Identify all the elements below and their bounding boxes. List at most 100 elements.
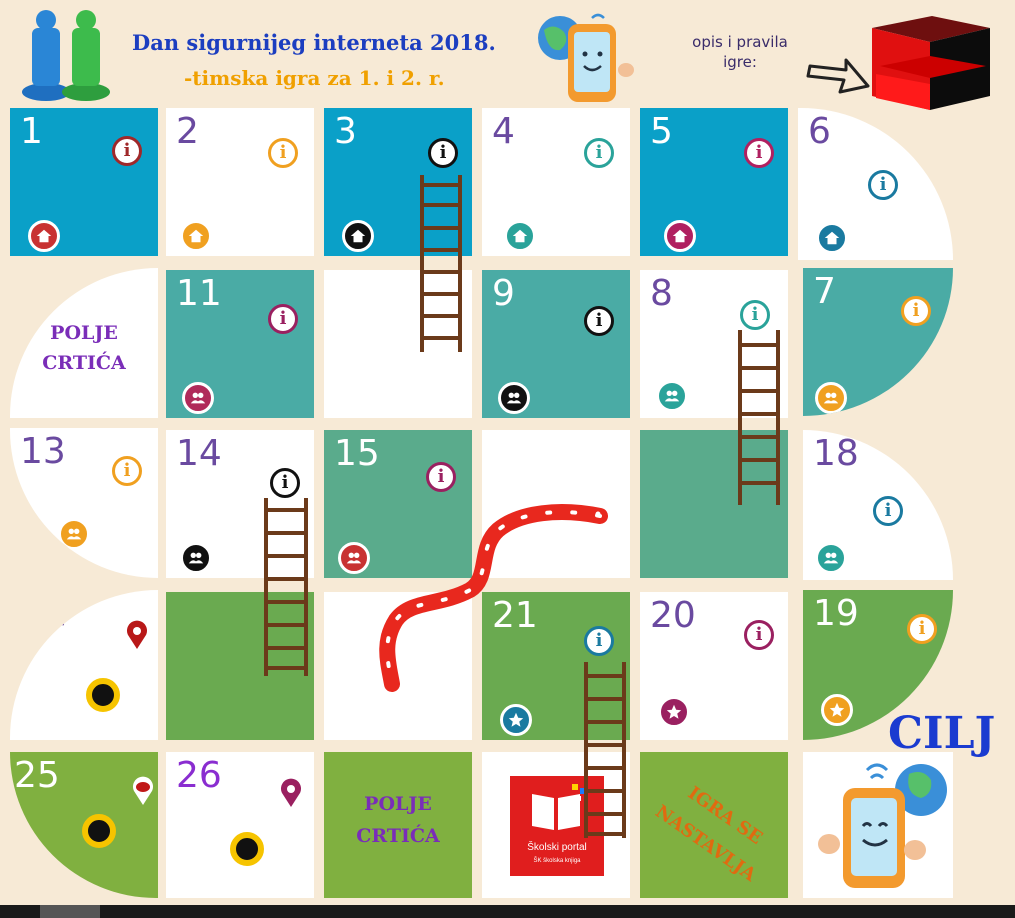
skolski-portal-logo: Školski portal ŠK školska knjiga <box>510 776 604 876</box>
people-icon <box>58 518 90 550</box>
info-icon[interactable]: i <box>584 138 614 168</box>
people-icon <box>338 542 370 574</box>
map-pin-icon <box>124 620 150 650</box>
polje-line2: CRTIĆA <box>42 352 126 374</box>
sun-token-icon <box>230 832 264 866</box>
home-icon <box>816 222 848 254</box>
home-icon <box>504 220 536 252</box>
info-icon[interactable]: i <box>112 136 142 166</box>
people-icon <box>815 542 847 574</box>
map-pin-icon <box>130 776 156 806</box>
square-21[interactable]: 21 i <box>482 592 630 740</box>
arrow-icon <box>806 56 872 96</box>
info-icon[interactable]: i <box>268 138 298 168</box>
polje-crtica-field[interactable]: POLJE CRTIĆA <box>10 268 158 418</box>
sun-token-icon <box>86 678 120 712</box>
rules-label-line2: igre: <box>723 53 757 71</box>
info-icon[interactable]: i <box>270 468 300 498</box>
star-icon <box>821 694 853 726</box>
polje-crtica-field-2[interactable]: POLJE CRTIĆA <box>324 752 472 898</box>
sun-token-icon <box>82 814 116 848</box>
square-number: 21 <box>492 595 538 636</box>
page-subtitle: -timska igra za 1. i 2. r. <box>184 66 445 90</box>
square-number: 18 <box>813 433 859 474</box>
info-icon[interactable]: i <box>428 138 458 168</box>
info-icon[interactable]: i <box>740 300 770 330</box>
rules-box-icon[interactable] <box>866 14 996 114</box>
portal-name: Školski portal <box>527 842 587 853</box>
info-icon[interactable]: i <box>744 620 774 650</box>
square-9[interactable]: 9 i <box>482 270 630 418</box>
polje-line2: CRTIĆA <box>356 825 440 847</box>
info-icon[interactable]: i <box>112 456 142 486</box>
home-icon <box>28 220 60 252</box>
square-number: 1 <box>20 111 43 152</box>
square-18[interactable]: 18 i <box>803 430 953 580</box>
goal-field[interactable] <box>803 752 953 898</box>
square-13[interactable]: 13 i <box>10 428 158 578</box>
continue-label: IGRA SE NASTAVLJA <box>640 753 788 898</box>
info-icon[interactable]: i <box>868 170 898 200</box>
info-icon[interactable]: i <box>873 496 903 526</box>
people-icon <box>182 382 214 414</box>
square-3[interactable]: 3 i <box>324 108 472 256</box>
square-number: 9 <box>492 273 515 314</box>
tablet-mascot-icon <box>530 10 640 110</box>
square-number: 11 <box>176 273 222 314</box>
polje-crtica-label: POLJE CRTIĆA <box>324 788 472 852</box>
bottom-taskbar <box>0 905 1015 918</box>
rules-label: opis i pravila igre: <box>670 32 810 72</box>
people-icon <box>815 382 847 414</box>
square-number: 2 <box>176 111 199 152</box>
players-icon <box>18 8 113 103</box>
square-16[interactable] <box>482 430 630 578</box>
square-number: 6 <box>808 111 831 152</box>
square-17[interactable] <box>640 430 788 578</box>
info-icon[interactable]: i <box>584 306 614 336</box>
info-icon[interactable]: i <box>426 462 456 492</box>
portal-field[interactable]: Školski portal ŠK školska knjiga <box>482 752 630 898</box>
square-number: 25 <box>14 755 60 796</box>
star-icon <box>658 696 690 728</box>
square-number: 19 <box>813 593 859 634</box>
square-4[interactable]: 4 i <box>482 108 630 256</box>
square-20[interactable]: 20 i <box>640 592 788 740</box>
square-8[interactable]: 8 i <box>640 270 788 418</box>
info-icon[interactable]: i <box>744 138 774 168</box>
people-icon <box>180 542 212 574</box>
square-7[interactable]: 7 i <box>803 268 953 416</box>
portal-publisher: ŠK školska knjiga <box>533 858 581 864</box>
home-icon <box>664 220 696 252</box>
square-number: 3 <box>334 111 357 152</box>
square-10[interactable] <box>324 270 472 418</box>
continue-field[interactable]: IGRA SE NASTAVLJA <box>640 752 788 898</box>
square-number: 7 <box>813 271 836 312</box>
square-5[interactable]: 5 i <box>640 108 788 256</box>
square-23[interactable] <box>166 592 314 740</box>
square-number: 4 <box>492 111 515 152</box>
square-6[interactable]: 6 i <box>798 108 953 260</box>
square-15[interactable]: 15 i <box>324 430 472 578</box>
square-2[interactable]: 2 i <box>166 108 314 256</box>
square-11[interactable]: 11 i <box>166 270 314 418</box>
home-icon <box>180 220 212 252</box>
info-icon[interactable]: i <box>584 626 614 656</box>
square-24[interactable]: 24 <box>10 590 158 740</box>
square-25[interactable]: 25 <box>10 752 158 898</box>
people-icon <box>498 382 530 414</box>
square-number: 20 <box>650 595 696 636</box>
taskbar-segment <box>40 905 100 918</box>
star-icon <box>500 704 532 736</box>
square-1[interactable]: 1 i <box>10 108 158 256</box>
info-icon[interactable]: i <box>268 304 298 334</box>
info-icon[interactable]: i <box>907 614 937 644</box>
polje-crtica-label: POLJE CRTIĆA <box>10 318 158 378</box>
people-icon <box>656 380 688 412</box>
tablet-mascot-goal-icon <box>809 754 949 894</box>
square-14[interactable]: 14 i <box>166 430 314 578</box>
square-22[interactable] <box>324 592 472 740</box>
page-title: Dan sigurnijeg interneta 2018. <box>132 30 496 55</box>
square-26[interactable]: 26 <box>166 752 314 898</box>
info-icon[interactable]: i <box>901 296 931 326</box>
